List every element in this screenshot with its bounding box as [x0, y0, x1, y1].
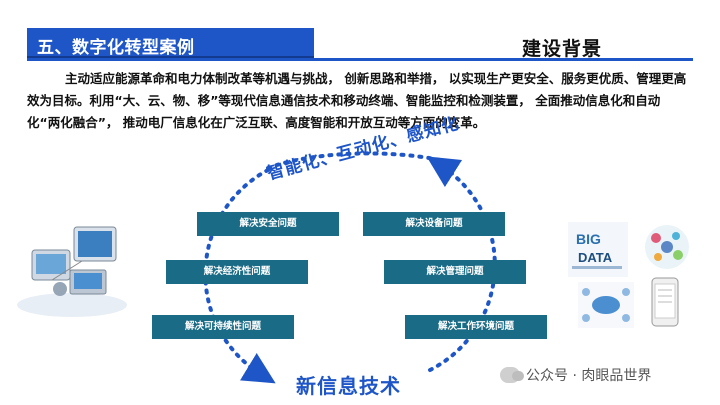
- section-title: 五、数字化转型案例: [27, 28, 314, 58]
- box-security: 解决安全问题: [197, 212, 339, 236]
- devices-network-icon: [17, 226, 127, 317]
- box-economy: 解决经济性问题: [166, 260, 308, 284]
- network-diagram-icon: [578, 282, 634, 328]
- gear-network-icon: [645, 225, 689, 269]
- slide-subtitle: 建设背景: [522, 38, 603, 60]
- watermark-text: 公众号 · 肉眼品世界: [526, 368, 652, 384]
- big-data-wordcloud-icon: BIG DATA: [568, 222, 628, 277]
- title-underline: [27, 58, 693, 61]
- svg-text:DATA: DATA: [578, 250, 613, 265]
- watermark: 公众号 · 肉眼品世界: [500, 365, 651, 385]
- wechat-icon: [500, 367, 524, 383]
- box-management: 解决管理问题: [384, 260, 526, 284]
- svg-text:BIG: BIG: [576, 231, 601, 247]
- cycle-arc-top: [266, 151, 442, 170]
- box-equipment: 解决设备问题: [363, 212, 505, 236]
- mobile-phone-icon: [651, 277, 679, 327]
- box-work-environment: 解决工作环境问题: [405, 315, 547, 339]
- intro-paragraph: 主动适应能源革命和电力体制改革等机遇与挑战， 创新思路和举措， 以实现生产更安全…: [27, 71, 687, 130]
- bottom-arc-label: 新信息技术: [296, 374, 401, 398]
- box-sustainability: 解决可持续性问题: [152, 315, 294, 339]
